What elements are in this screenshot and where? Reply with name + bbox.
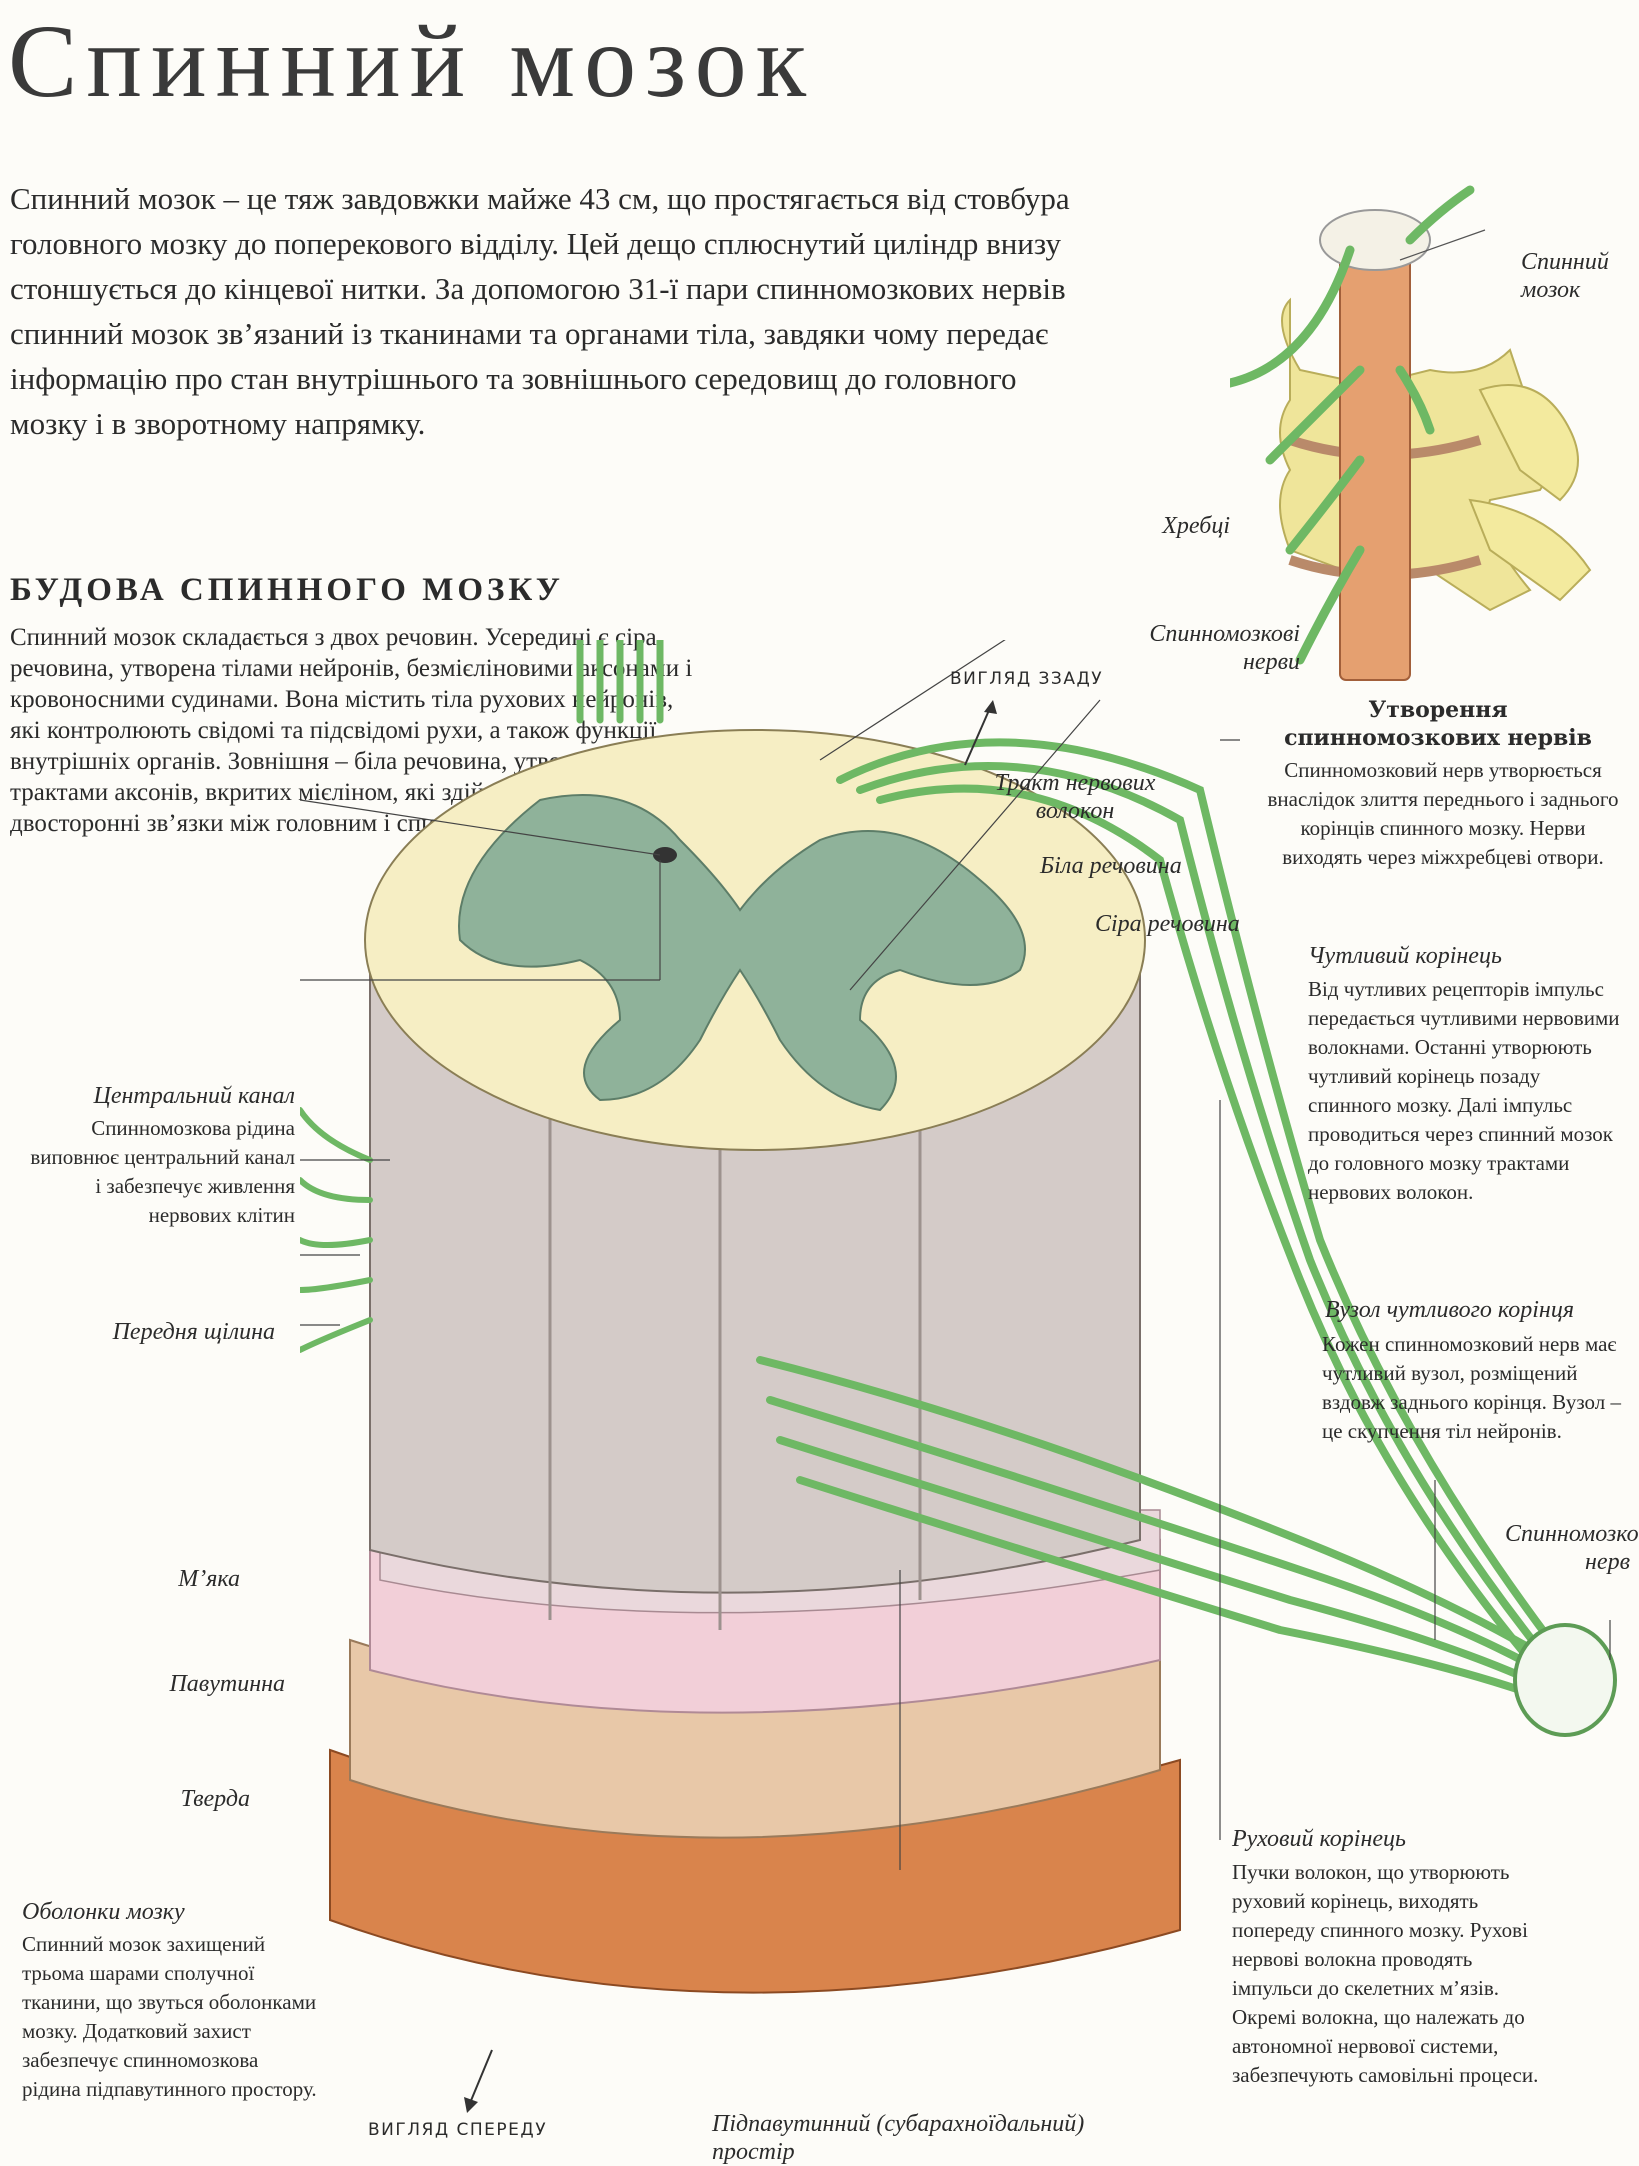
- view-front-arrow-icon: [464, 2049, 493, 2113]
- label-subarachnoid: Підпавутинний (субарахноїдальний) прості…: [712, 2111, 1085, 2165]
- inset-caption-text: Спинномозковий нерв утворюється внаслідо…: [1267, 758, 1619, 869]
- page-title: Спинний мозок: [8, 4, 816, 119]
- grey-matter-section: [458, 794, 1026, 1112]
- spinal-nerve-end: [1513, 1623, 1617, 1737]
- label-dura: Тверда: [180, 1786, 250, 1812]
- label-grey-matter: Сіра речовина: [1095, 911, 1240, 937]
- sensory-root-description: Від чутливих рецепторів імпульс передаєт…: [1308, 977, 1620, 1204]
- inset-caption-title: Утворення спинномозкових нервів: [1284, 697, 1592, 751]
- leader-lines: [300, 640, 1611, 1870]
- left-rootlets: [300, 1107, 373, 1353]
- label-central-canal: Центральний канал: [93, 1083, 295, 1109]
- label-arachnoid: Павутинна: [169, 1671, 285, 1697]
- inset-label-nerves: Спинномозкові нерви: [1149, 621, 1300, 675]
- label-anterior-fissure: Передня щілина: [112, 1319, 275, 1345]
- ganglion-description: Кожен спинномозковий нерв має чутливий в…: [1322, 1332, 1622, 1443]
- inset-label-vertebrae: Хребці: [1162, 513, 1230, 539]
- view-back-label: ВИГЛЯД ЗЗАДУ: [950, 669, 1104, 689]
- label-spinal-nerve: Спинномозковий нерв: [1505, 1521, 1639, 1575]
- label-pia: М’яка: [178, 1566, 240, 1592]
- intro-paragraph: Спинний мозок – це тяж завдовжки майже 4…: [10, 181, 1070, 441]
- sensory-root-fibers: [836, 738, 1554, 1664]
- inset-illustration: [1230, 185, 1592, 681]
- inset-label-cord: Спинний мозок: [1521, 249, 1609, 303]
- label-meninges: Оболонки мозку: [22, 1899, 185, 1925]
- meninges-description: Спинний мозок захищений трьома шарами сп…: [22, 1932, 317, 2101]
- label-ganglion: Вузол чутливого корінця: [1325, 1297, 1574, 1323]
- nerve-tract-fibers: [576, 640, 664, 724]
- spinal-cord-illustration: [300, 640, 1617, 1994]
- label-tract: Тракт нервових волокон: [994, 770, 1156, 824]
- inset-nerves: [1230, 185, 1475, 665]
- view-back-arrow-icon: [964, 700, 997, 766]
- label-sensory-root: Чутливий корінець: [1308, 943, 1502, 969]
- structure-heading: БУДОВА СПИННОГО МОЗКУ: [10, 572, 564, 608]
- label-white-matter: Біла речовина: [1040, 853, 1182, 879]
- central-canal-description: Спинномозкова рідина виповнює центральни…: [30, 1116, 295, 1227]
- label-motor-root: Руховий корінець: [1232, 1826, 1406, 1852]
- motor-root-description: Пучки волокон, що утворюють руховий корі…: [1232, 1860, 1539, 2087]
- motor-root-fibers: [756, 1356, 1554, 1694]
- vertebrae-shapes: [1279, 297, 1592, 612]
- view-front-label: ВИГЛЯД СПЕРЕДУ: [368, 2120, 548, 2140]
- inset-spinal-cord: [1339, 239, 1411, 681]
